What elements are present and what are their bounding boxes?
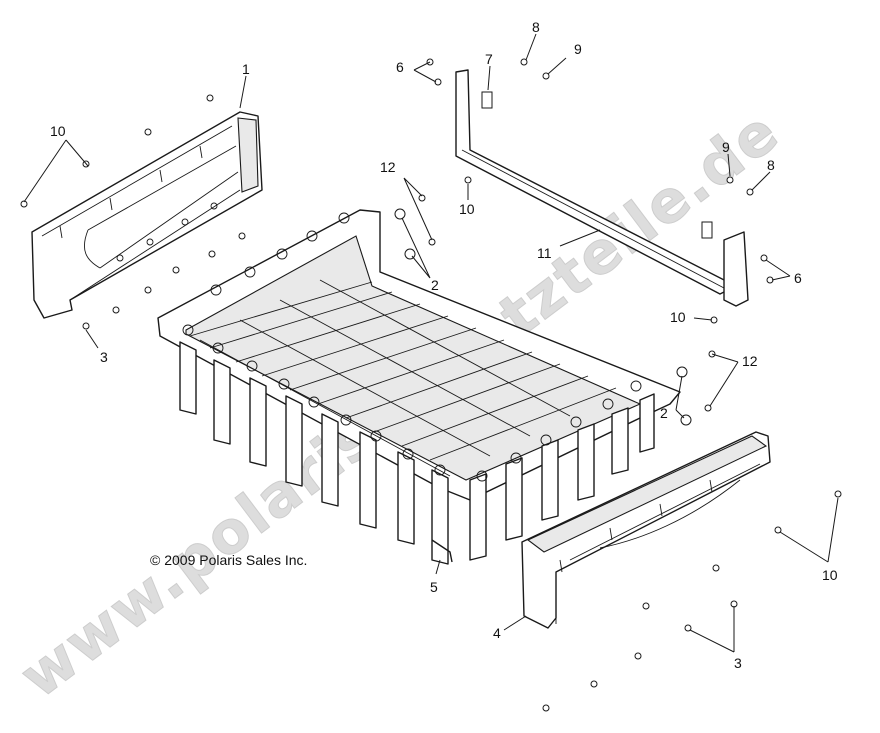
callout-3-left: 3 <box>100 349 108 365</box>
callout-10-left: 10 <box>50 123 66 139</box>
callout-6-top: 6 <box>396 59 404 75</box>
callout-11: 11 <box>537 245 552 261</box>
callout-4: 4 <box>493 625 501 641</box>
callout-9-right: 9 <box>722 139 730 155</box>
callout-8-right: 8 <box>767 157 775 173</box>
callout-6-right: 6 <box>794 270 802 286</box>
left-side-panel-part-1 <box>31 111 263 319</box>
callout-1: 1 <box>242 61 250 77</box>
cargo-box-tub-part-5 <box>157 209 681 565</box>
callout-12-right: 12 <box>742 353 758 369</box>
callout-7: 7 <box>485 51 493 67</box>
fasteners <box>20 58 842 712</box>
callout-2-top: 2 <box>431 277 439 293</box>
callout-12-top: 12 <box>380 159 396 175</box>
callout-2-right: 2 <box>660 405 668 421</box>
callout-5: 5 <box>430 579 438 595</box>
tailgate-frame-part-11 <box>455 69 749 307</box>
copyright-text: © 2009 Polaris Sales Inc. <box>150 552 307 568</box>
callout-3-bottom: 3 <box>734 655 742 671</box>
callout-8-top: 8 <box>532 19 540 35</box>
callout-9-top: 9 <box>574 41 582 57</box>
callout-10-bottom: 10 <box>822 567 838 583</box>
callout-10-mid: 10 <box>459 201 475 217</box>
leader-lines <box>23 33 839 653</box>
callout-labels: 1 10 3 6 7 8 9 12 2 10 11 9 8 6 10 12 2 … <box>50 19 838 671</box>
callout-10-right: 10 <box>670 309 686 325</box>
right-side-panel-part-4 <box>521 431 771 629</box>
